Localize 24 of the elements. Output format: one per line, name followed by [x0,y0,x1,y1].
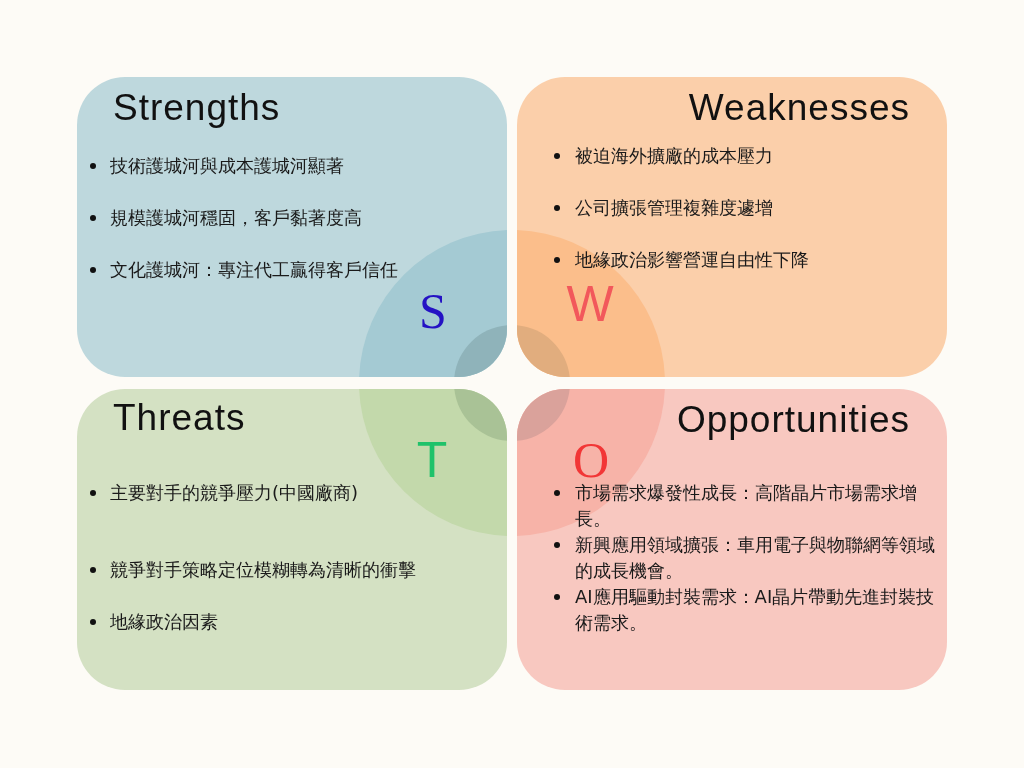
bullet-text: 主要對手的競爭壓力(中國廠商) [110,481,360,505]
card-heading: Weaknesses [688,89,910,126]
swot-letter: O [572,442,610,480]
bullet-text: 被迫海外擴廠的成本壓力 [575,144,774,168]
quadrant-card [517,77,947,377]
card-heading: Strengths [113,89,281,126]
bullet-text: 文化護城河：專注代工贏得客戶信任 [110,258,399,282]
bullet-text: 新興應用領域擴張：車用電子與物聯網等領域的成長機會。 [575,533,936,583]
bullet-text: 規模護城河穩固，客戶黏著度高 [110,206,363,230]
bullet-text: AI應用驅動封裝需求：AI晶片帶動先進封裝技術需求。 [575,585,936,635]
swot-letter: T [416,442,448,480]
bullet-text: 技術護城河與成本護城河顯著 [110,154,345,178]
quadrant-card [517,389,947,690]
quadrant-card [77,77,507,377]
bullet-text: 地緣政治影響營運自由性下降 [575,248,810,272]
bullet-text: 公司擴張管理複雜度遽增 [575,196,774,220]
bullet-text: 市場需求爆發性成長：高階晶片市場需求增長。 [575,481,918,531]
quadrant-card [77,389,507,690]
bullet-text: 競爭對手策略定位模糊轉為清晰的衝擊 [110,558,417,582]
swot-letter: W [566,286,614,324]
card-heading: Opportunities [676,401,910,438]
card-heading: Threats [113,399,246,436]
bullet-text: 地緣政治因素 [110,610,219,634]
swot-letter: S [419,293,447,331]
